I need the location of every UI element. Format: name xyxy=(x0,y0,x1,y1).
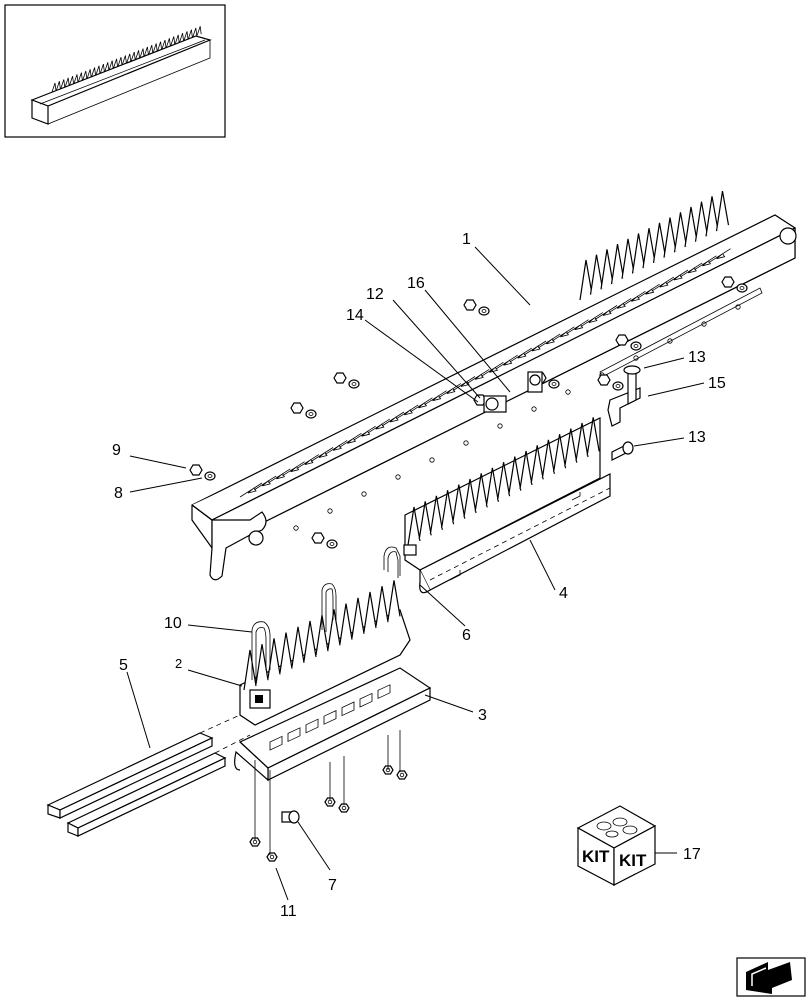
callout-labels: 1 2 3 4 5 6 7 8 9 10 11 12 13 13 14 15 1… xyxy=(112,231,726,920)
callout-4: 4 xyxy=(559,585,568,602)
callout-14: 14 xyxy=(346,307,364,324)
lower-fasteners xyxy=(254,730,401,855)
knife-bar-frame xyxy=(191,190,797,581)
callout-13-lower: 13 xyxy=(688,429,706,446)
callout-7: 7 xyxy=(328,877,337,894)
callout-10: 10 xyxy=(164,615,182,632)
callout-6: 6 xyxy=(462,627,471,644)
callout-2: 2 xyxy=(175,656,182,671)
callout-8: 8 xyxy=(114,485,123,502)
callout-17: 17 xyxy=(683,846,701,863)
callout-9: 9 xyxy=(112,442,121,459)
knife-section-part-4 xyxy=(404,417,611,594)
guide-rails-part-5 xyxy=(46,714,251,837)
callout-13-upper: 13 xyxy=(688,349,706,366)
next-page-arrow-icon[interactable] xyxy=(736,957,806,997)
wire-handle-part-6 xyxy=(383,544,417,578)
kit-label-left: KIT xyxy=(582,847,610,866)
knife-section-part-2-3 xyxy=(234,580,432,782)
callout-12: 12 xyxy=(366,286,384,303)
callout-11: 11 xyxy=(280,903,297,920)
leader-lines xyxy=(126,246,705,901)
kit-box-icon: KIT KIT xyxy=(576,805,657,886)
kit-label-right: KIT xyxy=(619,851,647,870)
callout-5: 5 xyxy=(119,657,128,674)
assembly-thumbnail xyxy=(4,4,226,138)
fastener-hardware xyxy=(189,276,748,862)
bracket-part-15 xyxy=(607,365,641,461)
callout-1: 1 xyxy=(462,231,471,248)
callout-16: 16 xyxy=(407,275,425,292)
callout-3: 3 xyxy=(478,707,487,724)
fixed-knife-teeth xyxy=(579,190,730,301)
callout-15: 15 xyxy=(708,375,726,392)
